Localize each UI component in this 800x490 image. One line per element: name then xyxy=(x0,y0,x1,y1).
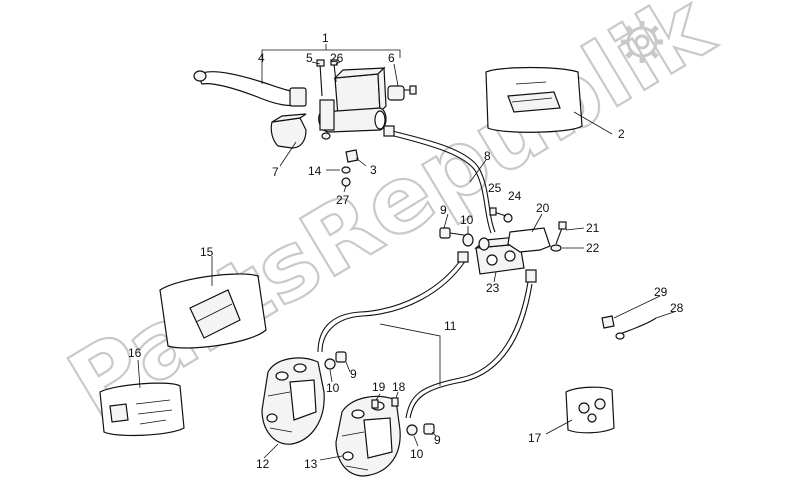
watermark-text: PartsRepublik xyxy=(51,0,730,439)
callout-12: 12 xyxy=(256,457,270,471)
banjo-bolt-9-left[interactable] xyxy=(335,351,347,363)
brake-caliper-13[interactable] xyxy=(335,395,401,477)
callout-29: 29 xyxy=(654,285,668,299)
washer-10-upper[interactable] xyxy=(462,233,474,247)
callout-10-left: 10 xyxy=(326,381,340,395)
callout-23: 23 xyxy=(486,281,500,295)
assembly-bracket xyxy=(261,44,401,58)
callout-4: 4 xyxy=(258,51,265,65)
callout-8: 8 xyxy=(484,149,491,163)
callout-9-upper: 9 xyxy=(440,203,447,217)
bolt-25[interactable] xyxy=(489,207,507,217)
bolt-21[interactable] xyxy=(555,221,567,245)
callout-26: 26 xyxy=(330,51,344,65)
callout-1: 1 xyxy=(322,31,329,45)
washer-22[interactable] xyxy=(550,244,562,252)
brake-switch-6[interactable] xyxy=(387,85,417,101)
callout-21: 21 xyxy=(586,221,600,235)
callout-16: 16 xyxy=(128,346,142,360)
callout-28: 28 xyxy=(670,301,684,315)
callout-20: 20 xyxy=(536,201,550,215)
banjo-bolt-9-upper[interactable] xyxy=(439,227,471,239)
brake-hose-11[interactable] xyxy=(317,251,537,419)
callout-2: 2 xyxy=(618,127,625,141)
callout-10-right: 10 xyxy=(410,447,424,461)
callout-24: 24 xyxy=(508,189,522,203)
washer-27[interactable] xyxy=(341,177,351,187)
callout-15: 15 xyxy=(200,245,214,259)
callout-17: 17 xyxy=(528,431,542,445)
bleed-cap-18[interactable] xyxy=(391,397,399,407)
washer-10-right[interactable] xyxy=(406,424,418,436)
callout-14: 14 xyxy=(308,164,322,178)
brake-caliper-12[interactable] xyxy=(261,357,325,445)
lever-clamp-7[interactable] xyxy=(270,113,307,149)
washer-5[interactable] xyxy=(321,132,331,140)
callout-25: 25 xyxy=(488,181,502,195)
callout-3: 3 xyxy=(370,163,377,177)
gear-icon xyxy=(621,21,663,63)
washer-10-upper-b[interactable] xyxy=(478,237,490,251)
kit-box-2[interactable] xyxy=(485,66,583,133)
callout-27: 27 xyxy=(336,193,350,207)
cap-29[interactable] xyxy=(601,315,615,329)
bolt-5[interactable] xyxy=(316,59,325,97)
washer-10-left[interactable] xyxy=(324,358,336,370)
pin-28[interactable] xyxy=(615,317,657,340)
clamp-nut-3[interactable] xyxy=(345,149,359,163)
washer-14[interactable] xyxy=(341,166,351,174)
banjo-bolt-9-right[interactable] xyxy=(423,423,435,435)
callout-18: 18 xyxy=(392,380,406,394)
callout-7: 7 xyxy=(272,165,279,179)
callout-9-left: 9 xyxy=(350,367,357,381)
screw-26[interactable] xyxy=(330,59,338,83)
callout-9-right: 9 xyxy=(434,433,441,447)
callout-19: 19 xyxy=(372,380,386,394)
callout-11: 11 xyxy=(444,319,457,333)
callout-labels: 1 2 3 4 5 26 6 7 8 14 27 25 24 20 21 22 … xyxy=(128,31,684,471)
kit-box-17[interactable] xyxy=(565,386,615,434)
kit-box-16[interactable] xyxy=(99,382,185,437)
leader-lines xyxy=(137,61,675,461)
kit-box-15[interactable] xyxy=(159,273,267,349)
bleed-valve-19[interactable] xyxy=(371,399,379,409)
callout-13: 13 xyxy=(304,457,318,471)
callout-6: 6 xyxy=(388,51,395,65)
watermark: PartsRepublik xyxy=(50,0,731,440)
master-cylinder[interactable] xyxy=(318,66,387,133)
junction-bracket-20[interactable] xyxy=(507,227,551,253)
callout-10-upper: 10 xyxy=(460,213,474,227)
callout-22: 22 xyxy=(586,241,600,255)
brake-lever[interactable] xyxy=(193,58,307,107)
callout-5: 5 xyxy=(306,51,313,65)
